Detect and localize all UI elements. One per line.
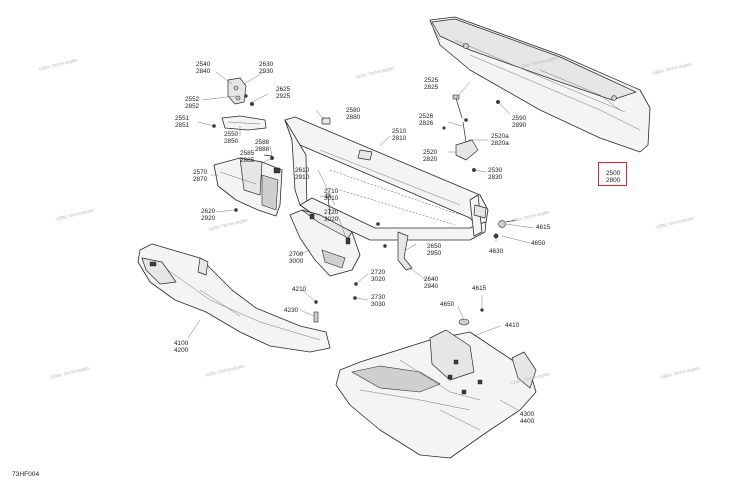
callout-4615-upper[interactable]: 4615 <box>536 224 551 231</box>
door-frame <box>284 116 489 241</box>
skid-plate <box>335 329 537 459</box>
lower-left-panel <box>137 243 331 353</box>
highlight-box-2500 <box>598 162 627 186</box>
front-panel-piece <box>289 209 361 277</box>
callout-4230[interactable]: 4230 <box>284 307 299 314</box>
diagram-code: 73HF004 <box>12 471 40 478</box>
callout-4630[interactable]: 4630 <box>489 248 504 255</box>
hinge-brackets <box>212 77 275 160</box>
callout-4410[interactable]: 4410 <box>505 322 520 329</box>
callout-4615-lower[interactable]: 4615 <box>472 285 487 292</box>
door-panel <box>429 16 651 153</box>
side-panel-piece <box>213 157 283 217</box>
callout-4210[interactable]: 4210 <box>292 286 307 293</box>
callout-4650-upper[interactable]: 4650 <box>531 240 546 247</box>
callout-4650-lower[interactable]: 4650 <box>440 301 455 308</box>
leader-lines <box>187 71 535 411</box>
